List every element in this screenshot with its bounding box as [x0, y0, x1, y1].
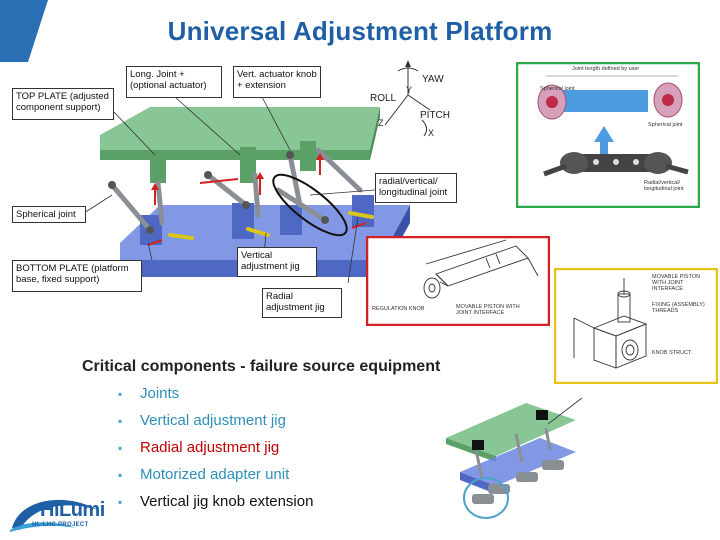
logo-subtitle: HL-LHC PROJECT — [32, 522, 89, 528]
bullet-square-icon: ▪ — [118, 440, 123, 455]
top-plate — [100, 107, 380, 150]
callout-vert-actuator: Vert. actuator knob + extension — [233, 66, 321, 98]
green-panel-bottom-note: Radial/vertical/ longitudinal joint — [644, 180, 684, 192]
bullet-text-radial-jig: Radial adjustment jig — [140, 439, 280, 456]
bullet-item: ▪ Joints — [118, 385, 179, 402]
bullet-item: ▪ Vertical adjustment jig — [118, 412, 286, 429]
axis-label-z: Z — [378, 118, 384, 128]
red-panel-label-left: REGULATION KNOB — [372, 306, 425, 312]
callout-top-plate: TOP PLATE (adjusted component support) — [12, 88, 114, 120]
axis-label-y: Y — [406, 85, 413, 95]
bullet-square-icon: ▪ — [118, 467, 123, 482]
axis-label-yaw: YAW — [422, 74, 444, 85]
bullet-item: ▪ Radial adjustment jig — [118, 439, 279, 456]
red-panel-label-right: MOVABLE PISTON WITH JOINT INTERFACE — [456, 304, 520, 316]
critical-components-heading: Critical components - failure source equ… — [82, 358, 441, 375]
axis-label-x: X — [428, 128, 435, 138]
axis-label-pitch: PITCH — [420, 110, 450, 121]
bullet-text-vertical-jig: Vertical adjustment jig — [140, 412, 286, 429]
callout-spherical-joint: Spherical joint — [12, 206, 86, 223]
yellow-panel-label-top: MOVABLE PISTON WITH JOINT INTERFACE — [652, 274, 701, 292]
callout-radial-joint: radial/vertical/ longitudinal joint — [375, 173, 457, 203]
green-panel-label-b: Spherical joint — [648, 122, 683, 128]
hilumi-logo-icon — [10, 499, 98, 532]
corner-slash-decoration — [0, 0, 48, 62]
page-title: Universal Adjustment Platform — [167, 16, 553, 46]
callout-vertical-jig: Vertical adjustment jig — [237, 247, 317, 277]
green-panel-label-a: Spherical joint — [540, 86, 575, 92]
green-panel-top-note: Joint length defined by user — [572, 66, 640, 72]
bullet-square-icon: ▪ — [118, 386, 123, 401]
axis-label-roll: ROLL — [370, 93, 397, 104]
bullet-text-motorized-adapter: Motorized adapter unit — [140, 466, 290, 483]
bullet-square-icon: ▪ — [118, 413, 123, 428]
bullet-item: ▪ Vertical jig knob extension — [118, 493, 313, 510]
joint-detail-panel — [516, 62, 700, 208]
bullet-text-knob-extension: Vertical jig knob extension — [140, 493, 314, 510]
callout-long-joint: Long. Joint + (optional actuator) — [126, 66, 222, 98]
callout-radial-jig: Radial adjustment jig — [262, 288, 342, 318]
radial-jig-drawing-panel — [366, 236, 550, 326]
yellow-panel-label-mid: FIXING (ASSEMBLY) THREADS — [652, 302, 705, 314]
logo-name: HiLumi — [40, 499, 105, 521]
bullet-item: ▪ Motorized adapter unit — [118, 466, 289, 483]
bullet-text-joints: Joints — [140, 385, 180, 402]
bullet-square-icon: ▪ — [118, 494, 123, 509]
motorized-adapter-render — [446, 398, 583, 519]
callout-bottom-plate: BOTTOM PLATE (platform base, fixed suppo… — [12, 260, 142, 292]
vertical-jig-drawing-panel — [554, 268, 718, 384]
yellow-panel-label-bottom: KNOB STRUCT. — [652, 350, 693, 356]
